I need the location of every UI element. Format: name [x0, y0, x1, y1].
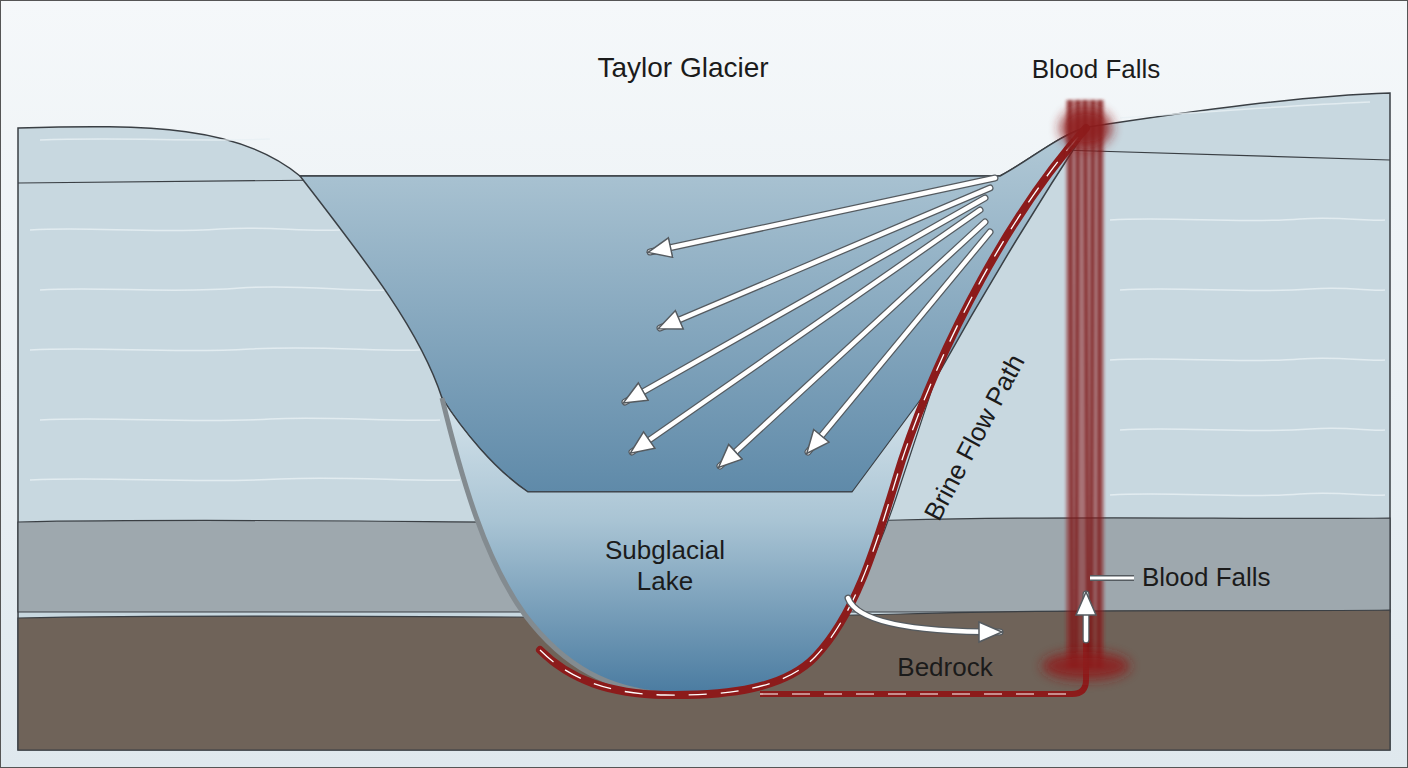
flow-arrows — [625, 178, 1086, 640]
glacier-ice — [18, 93, 1390, 750]
glacier-name: Taylor Glacier — [597, 51, 768, 85]
layer-label: Bedrock — [897, 652, 992, 683]
flow-label: Brine Flow Path — [918, 350, 1032, 527]
feature-name: Blood Falls — [1142, 562, 1271, 593]
feature-name: Blood Falls — [1032, 54, 1161, 85]
brine-flow-marks — [540, 128, 1086, 695]
lake-label: Subglacial Lake — [585, 535, 745, 597]
leader-line — [1090, 575, 1134, 581]
brine-source — [1042, 652, 1130, 680]
brine-channel — [760, 600, 1086, 694]
blood-falls-column — [1066, 100, 1104, 668]
leader-line — [1090, 577, 1134, 580]
brine-channel-marks — [760, 693, 1072, 694]
blood-falls-outflow — [1060, 108, 1112, 148]
ice-texture — [30, 102, 1385, 496]
brine-flow — [540, 128, 1086, 695]
subglacial-lake — [442, 380, 935, 692]
